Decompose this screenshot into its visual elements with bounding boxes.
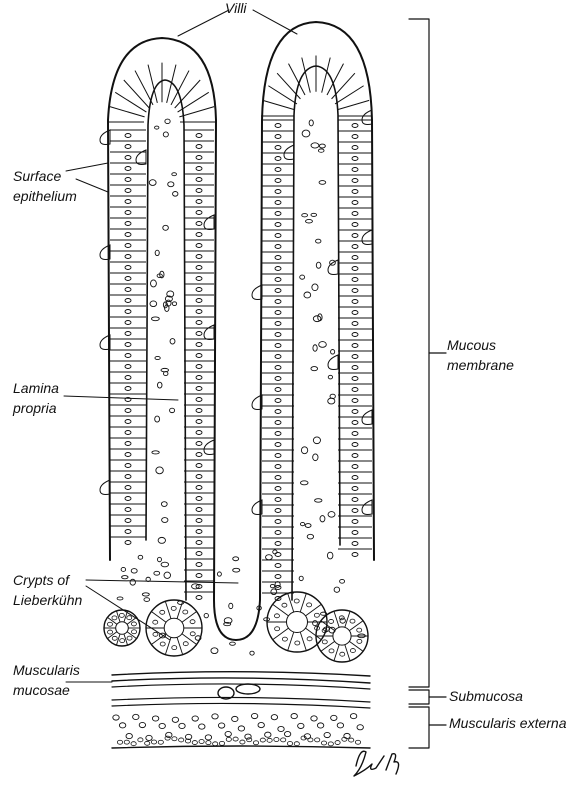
tissue-layers xyxy=(112,672,370,748)
label-submucosa: Submucosa xyxy=(449,688,523,704)
label-crypts-line2: Lieberkühn xyxy=(13,592,82,608)
label-mucous-membrane-line1: Mucous xyxy=(447,337,496,353)
label-surface-epithelium-line2: epithelium xyxy=(13,188,77,204)
label-lamina-propria-line1: Lamina xyxy=(13,380,59,396)
goblet-cells xyxy=(100,110,372,515)
label-surface-epithelium-line1: Surface xyxy=(13,168,61,184)
villus-right xyxy=(236,22,374,640)
label-muscularis-mucosae-line2: mucosae xyxy=(13,682,70,698)
label-muscularis-mucosae-line1: Muscularis xyxy=(13,662,80,678)
label-crypts-line1: Crypts of xyxy=(13,572,71,588)
signature-mark xyxy=(354,751,399,776)
label-muscularis-externa: Muscularis externa xyxy=(449,715,567,731)
label-lamina-propria-line2: propria xyxy=(12,400,57,416)
layer-brackets xyxy=(409,19,446,748)
label-villi: Villi xyxy=(225,0,247,16)
label-mucous-membrane-line2: membrane xyxy=(447,357,514,373)
